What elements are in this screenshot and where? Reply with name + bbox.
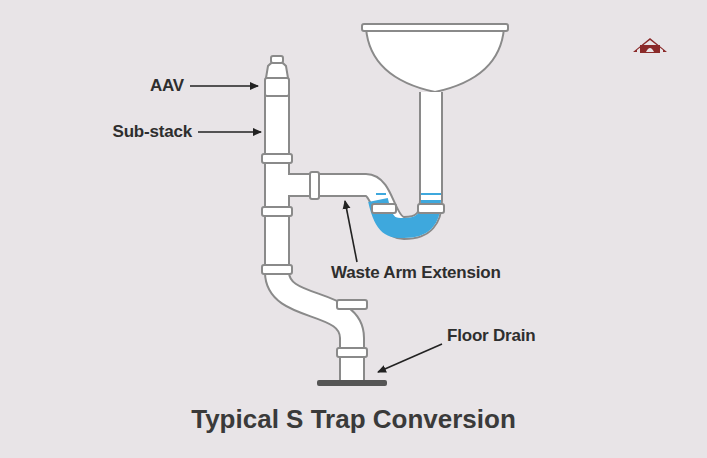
part-label: AAV [150, 76, 184, 96]
aav-valve [265, 56, 289, 96]
part-label: Waste Arm Extension [331, 263, 501, 283]
sink-rim [362, 24, 508, 31]
pipework [277, 92, 441, 382]
leader-lines [190, 86, 442, 372]
part-label: Sub-stack [113, 122, 192, 142]
diagram-title: Typical S Trap Conversion [0, 404, 707, 435]
logo-icon [633, 38, 667, 53]
part-label: Floor Drain [447, 326, 535, 346]
sink-basin [366, 28, 504, 92]
